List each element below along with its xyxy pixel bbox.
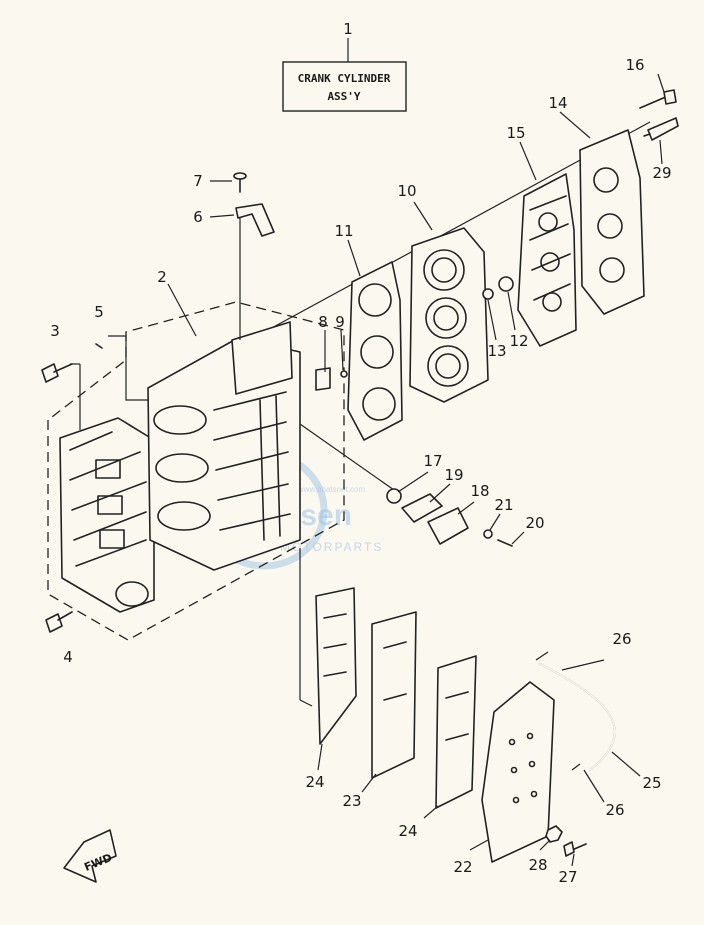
bolt-16-drawing [639, 89, 679, 141]
callout-26b: 26 [605, 801, 624, 819]
callout-19: 19 [444, 466, 463, 484]
plug-drawing [482, 276, 514, 300]
callout-18: 18 [470, 482, 489, 500]
exhaust-cover-22-drawing [481, 681, 555, 863]
callout-8: 8 [318, 313, 328, 331]
fwd-arrow: FWD [63, 829, 117, 883]
bolt-drawings [41, 335, 148, 633]
nut-bolt-drawing [545, 825, 587, 857]
hose-drawing [535, 651, 616, 771]
callout-5: 5 [94, 303, 104, 321]
callout-22: 22 [453, 858, 472, 876]
clamp-drawing [233, 172, 275, 340]
crankcase-drawing [59, 417, 155, 613]
callout-1: 1 [343, 20, 353, 38]
callout-28: 28 [528, 856, 547, 874]
cylinder-block-drawing [147, 321, 301, 571]
callout-4: 4 [63, 648, 73, 666]
watermark-site: www.boatsnet.com [297, 485, 365, 494]
callout-24b: 24 [398, 822, 417, 840]
title-line-1: CRANK CYLINDER [298, 72, 391, 85]
gasket-15-drawing [517, 173, 577, 347]
callout-24a: 24 [305, 773, 324, 791]
gasket-11-drawing [347, 261, 403, 441]
callout-15: 15 [506, 124, 525, 142]
callout-labels: 1 2 3 4 5 6 7 8 9 10 11 12 13 14 15 16 1… [50, 20, 671, 886]
title-box: CRANK CYLINDER ASS'Y [282, 38, 407, 112]
callout-10: 10 [397, 182, 416, 200]
callout-20: 20 [525, 514, 544, 532]
head-10-drawing [409, 227, 489, 403]
cover-14-drawing [579, 129, 645, 315]
callout-23: 23 [342, 792, 361, 810]
title-line-2: ASS'Y [327, 90, 360, 103]
callout-21: 21 [494, 496, 513, 514]
callout-16: 16 [625, 56, 644, 74]
watermark-brand: MOTORPARTS [280, 540, 383, 554]
callout-26a: 26 [612, 630, 631, 648]
leader-lines [167, 73, 665, 867]
callout-13: 13 [487, 342, 506, 360]
plate-drawing [315, 367, 348, 391]
callout-25: 25 [642, 774, 661, 792]
callout-9: 9 [335, 313, 345, 331]
callout-3: 3 [50, 322, 60, 340]
callout-14: 14 [548, 94, 567, 112]
callout-12: 12 [509, 332, 528, 350]
callout-6: 6 [193, 208, 203, 226]
callout-29: 29 [652, 164, 671, 182]
callout-7: 7 [193, 172, 203, 190]
callout-11: 11 [334, 222, 353, 240]
callout-27: 27 [558, 868, 577, 886]
callout-2: 2 [157, 268, 167, 286]
callout-17: 17 [423, 452, 442, 470]
exhaust-gaskets-drawing [299, 548, 477, 809]
